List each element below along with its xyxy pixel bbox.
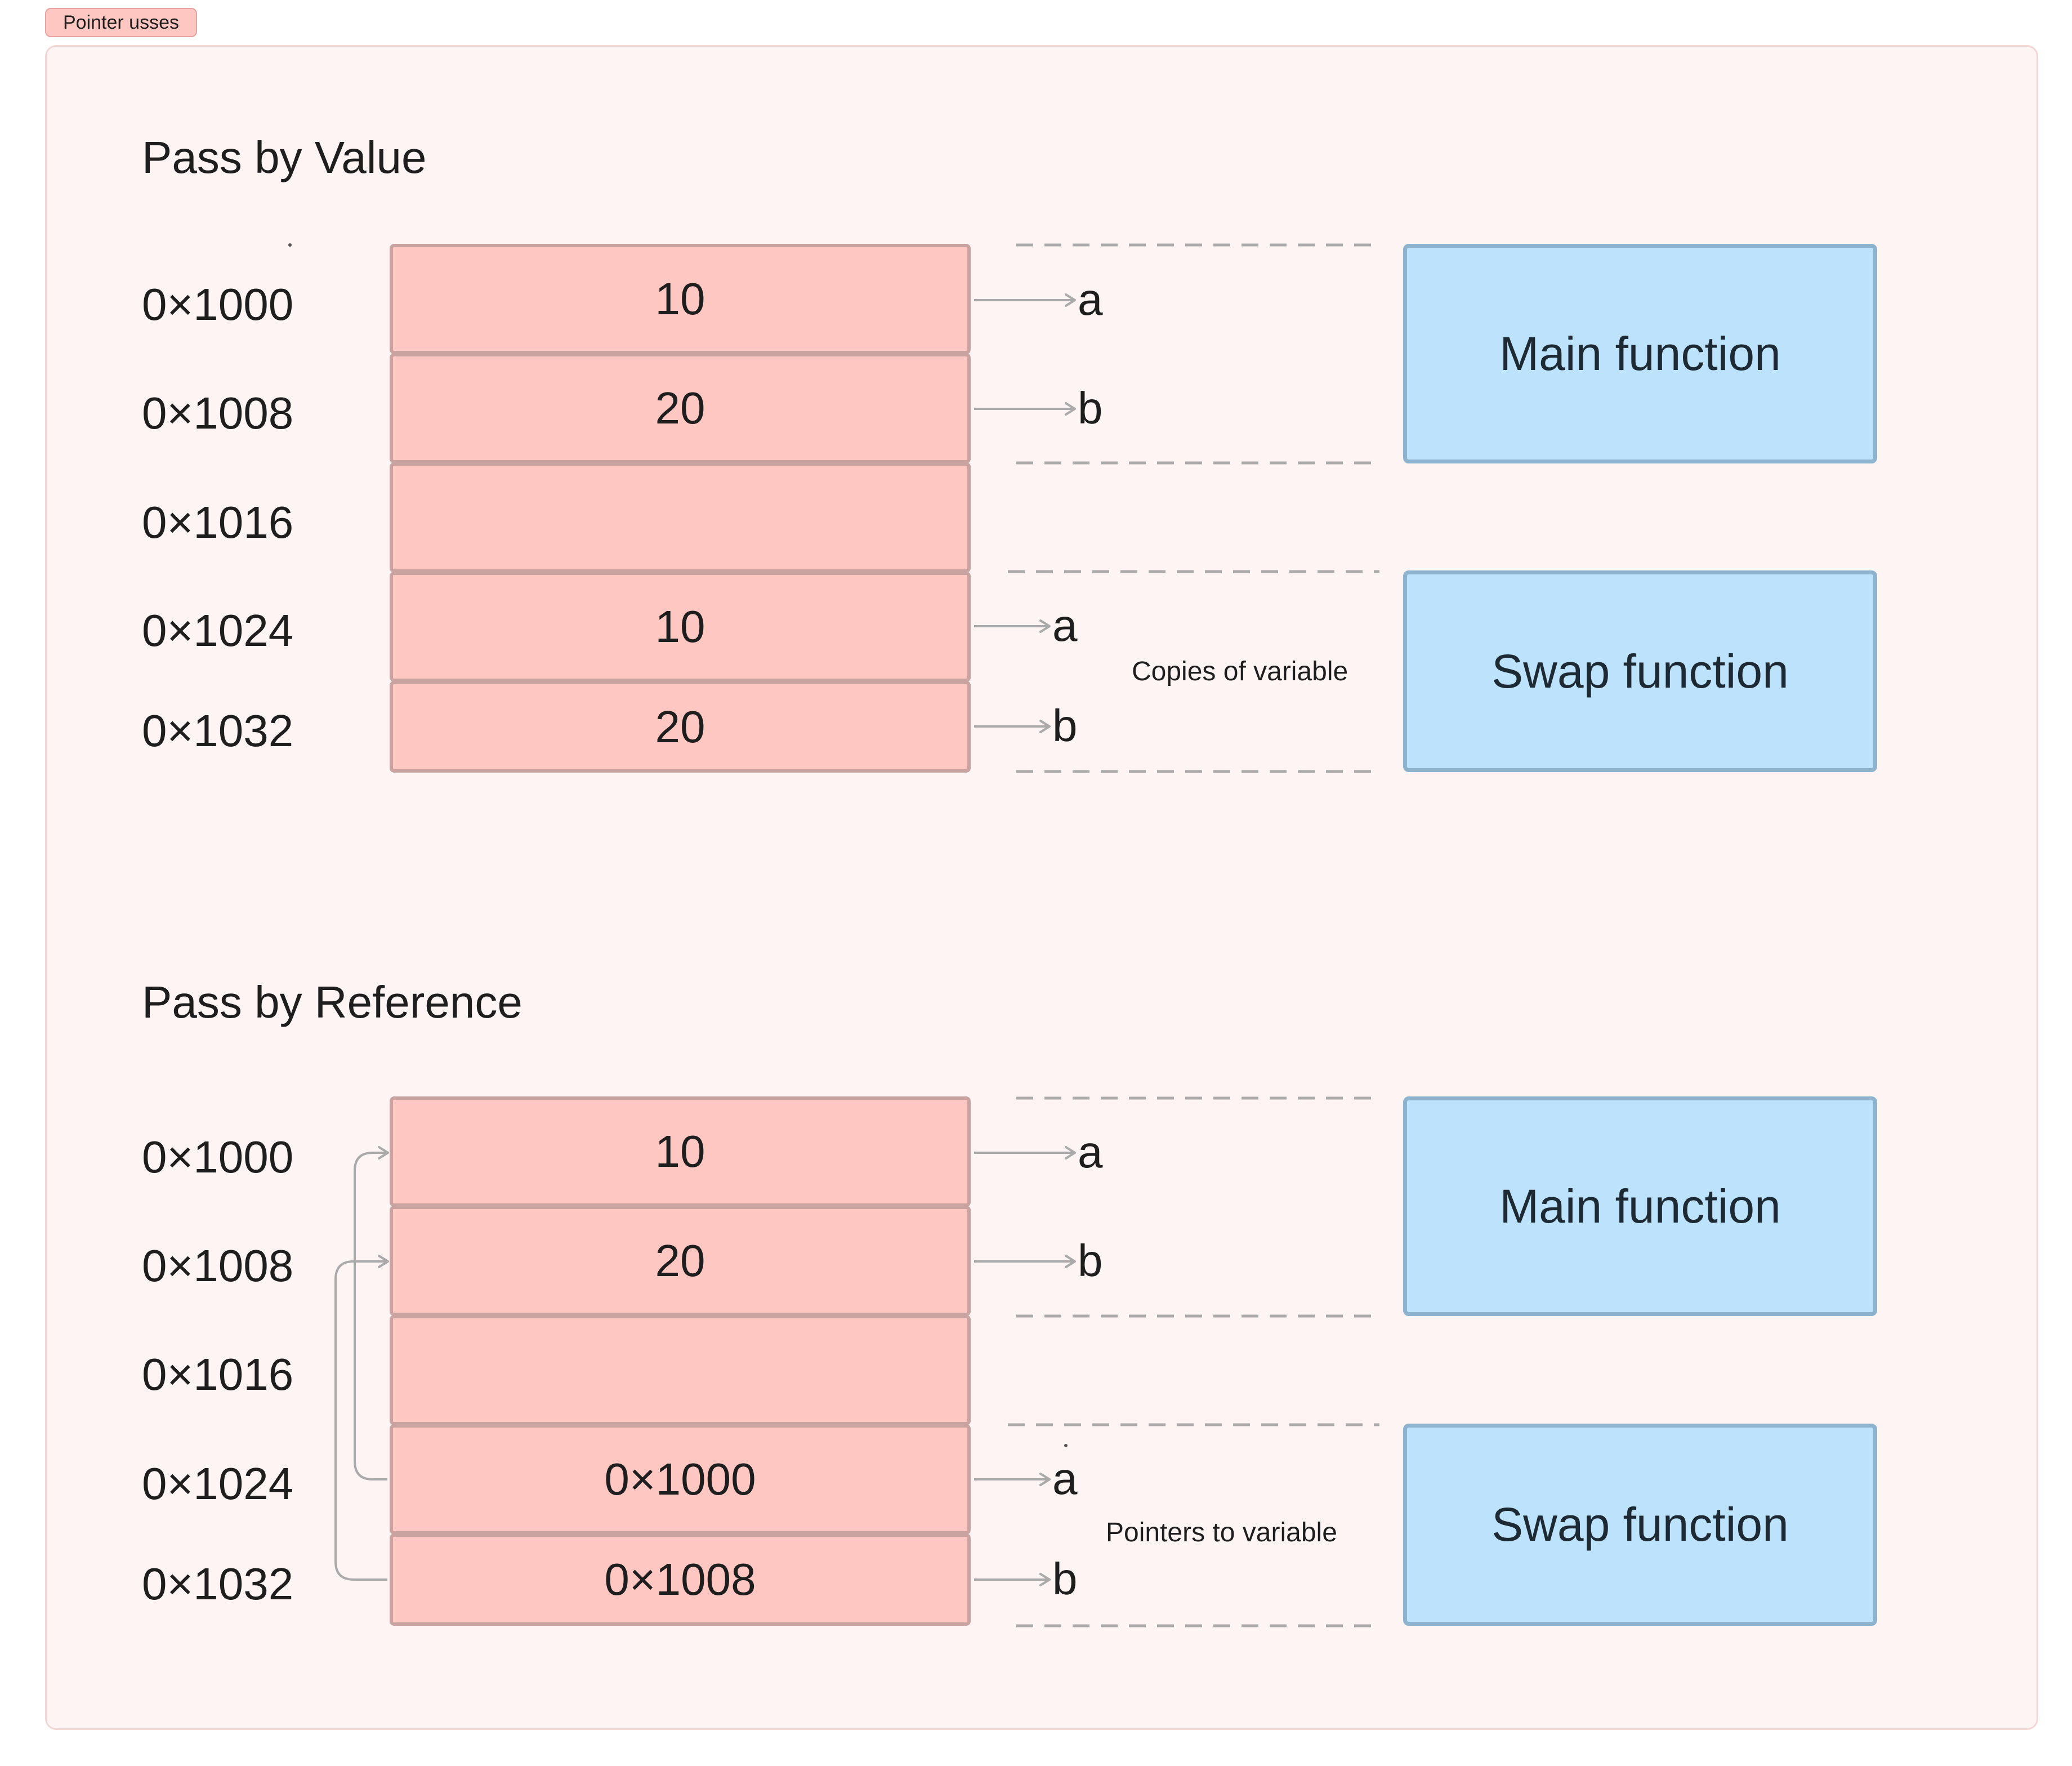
section-heading-reference: Pass by Reference — [142, 977, 523, 1027]
address-label: 0×1016 — [142, 497, 294, 547]
memory-cell[interactable]: 0×1000 — [390, 1424, 971, 1535]
memory-cell[interactable]: 10 — [390, 1096, 971, 1207]
swap-function-box[interactable]: Swap function — [1403, 1424, 1877, 1626]
address-label: 0×1024 — [142, 1459, 294, 1509]
memory-cell[interactable]: 0×1008 — [390, 1533, 971, 1626]
variable-arrows — [334, 293, 1076, 1586]
memory-cell[interactable]: 10 — [390, 572, 971, 682]
variable-label: a — [1078, 274, 1103, 324]
section-heading-value: Pass by Value — [142, 132, 427, 182]
annotation-copies: Copies of variable — [1132, 657, 1348, 686]
pointer-arrow-a — [354, 1146, 389, 1480]
variable-label: a — [1052, 600, 1078, 650]
main-function-box[interactable]: Main function — [1403, 244, 1877, 463]
memory-cell[interactable]: 20 — [390, 353, 971, 463]
address-label: 0×1024 — [142, 605, 294, 655]
variable-label: b — [1052, 1554, 1078, 1604]
variable-label: b — [1052, 701, 1078, 751]
annotation-pointers: Pointers to variable — [1106, 1518, 1337, 1548]
memory-cell[interactable]: 10 — [390, 244, 971, 354]
address-label: 0×1016 — [142, 1349, 294, 1399]
variable-label: a — [1052, 1453, 1078, 1504]
address-label: 0×1008 — [142, 388, 294, 438]
variable-label: b — [1078, 1236, 1103, 1286]
variable-label: a — [1078, 1127, 1103, 1177]
section-tag[interactable]: Pointer usses — [45, 8, 197, 37]
address-label: 0×1032 — [142, 706, 294, 756]
scope-dividers — [1008, 243, 1379, 1627]
memory-cell[interactable]: 20 — [390, 681, 971, 773]
main-function-box[interactable]: Main function — [1403, 1096, 1877, 1316]
stray-dot — [288, 243, 292, 247]
address-label: 0×1000 — [142, 1132, 294, 1182]
variable-label: b — [1078, 383, 1103, 433]
swap-function-box[interactable]: Swap function — [1403, 570, 1877, 772]
address-label: 0×1000 — [142, 279, 294, 329]
memory-cell[interactable] — [390, 1315, 971, 1425]
memory-cell[interactable]: 20 — [390, 1206, 971, 1316]
address-label: 0×1008 — [142, 1241, 294, 1291]
pointer-arrow-b — [334, 1255, 389, 1581]
memory-cell[interactable] — [390, 462, 971, 573]
address-label: 0×1032 — [142, 1559, 294, 1609]
stray-dot — [1064, 1444, 1068, 1447]
